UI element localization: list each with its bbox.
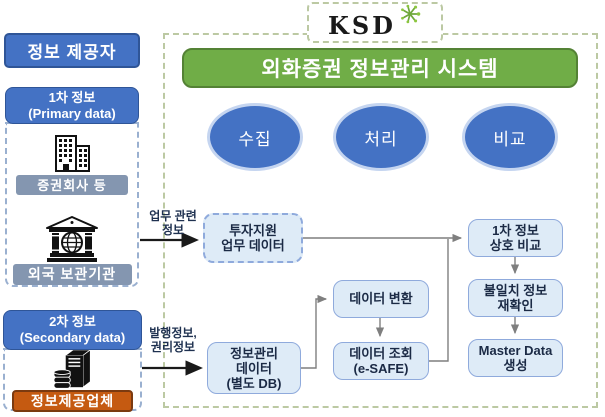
ksd-logo-text: KSD xyxy=(327,10,396,40)
primary-header-line1: 1차 정보 xyxy=(48,89,96,105)
work-label-line2: 정보 xyxy=(161,223,185,237)
invest-line2: 업무 데이터 xyxy=(221,238,285,253)
flow-box-master-data: Master Data 생성 xyxy=(468,339,563,377)
flow-box-data-convert: 데이터 변환 xyxy=(333,280,429,318)
master-line1: Master Data xyxy=(478,342,553,358)
compare-line1: 1차 정보 xyxy=(492,222,539,238)
flow-box-primary-compare: 1차 정보 상호 비교 xyxy=(468,219,563,257)
source-label-custodian: 외국 보관기관 xyxy=(12,263,132,286)
inquiry-line2: (e-SAFE) xyxy=(353,361,409,376)
primary-header-line2: (Primary data) xyxy=(28,105,116,121)
flow-box-info-mgmt-data: 정보관리 데이터 (별도 DB) xyxy=(207,342,301,394)
recheck-line2: 재확인 xyxy=(497,298,534,313)
convert-line1: 데이터 변환 xyxy=(349,291,413,307)
arrow-label-issue-info: 발행정보, 권리정보 xyxy=(141,326,205,354)
infodb-line2: 데이터 xyxy=(236,360,272,376)
connector-inquiry-to-compare xyxy=(429,239,449,362)
primary-data-header: 1차 정보 (Primary data) xyxy=(5,87,139,124)
bank-icon xyxy=(44,213,100,262)
compare-line2: 상호 비교 xyxy=(489,238,542,253)
infodb-line3: (별도 DB) xyxy=(226,375,282,391)
arrow-label-work-info: 업무 관련 정보 xyxy=(141,209,205,237)
source-label-vendor: 정보제공업체 xyxy=(12,390,133,412)
invest-line1: 투자지원 xyxy=(229,222,277,238)
secondary-header-line1: 2차 정보 xyxy=(49,314,96,329)
building-icon xyxy=(49,130,95,173)
sparkle-icon xyxy=(398,2,422,31)
flow-box-data-inquiry-esafe: 데이터 조회 (e-SAFE) xyxy=(333,342,429,380)
provider-title: 정보 제공자 xyxy=(4,33,140,68)
inquiry-line1: 데이터 조회 xyxy=(349,345,413,361)
stage-process: 처리 xyxy=(333,103,429,171)
server-icon xyxy=(48,349,98,389)
source-label-broker: 증권회사 등 xyxy=(16,174,128,196)
master-line2: 생성 xyxy=(503,358,528,373)
primary-data-group: 증권회사 등 외국 보관기관 xyxy=(5,122,139,287)
secondary-data-group: 정보제공업체 xyxy=(3,348,142,412)
system-title: 외화증권 정보관리 시스템 xyxy=(182,48,578,88)
issue-label-line2: 권리정보 xyxy=(150,340,196,354)
flow-box-mismatch-recheck: 불일치 정보 재확인 xyxy=(468,279,563,317)
work-label-line1: 업무 관련 xyxy=(149,209,197,223)
secondary-data-header: 2차 정보 (Secondary data) xyxy=(3,310,142,350)
issue-label-line1: 발행정보, xyxy=(149,326,197,340)
ksd-logo-box: KSD xyxy=(307,2,443,43)
flow-box-invest-support-data: 투자지원 업무 데이터 xyxy=(203,213,303,263)
secondary-header-line2: (Secondary data) xyxy=(19,330,126,345)
infodb-line1: 정보관리 xyxy=(230,345,278,361)
stage-collect: 수집 xyxy=(207,103,303,171)
stage-compare: 비교 xyxy=(462,103,558,171)
recheck-line1: 불일치 정보 xyxy=(483,282,548,298)
arrow-infodb-to-convert xyxy=(301,294,328,369)
